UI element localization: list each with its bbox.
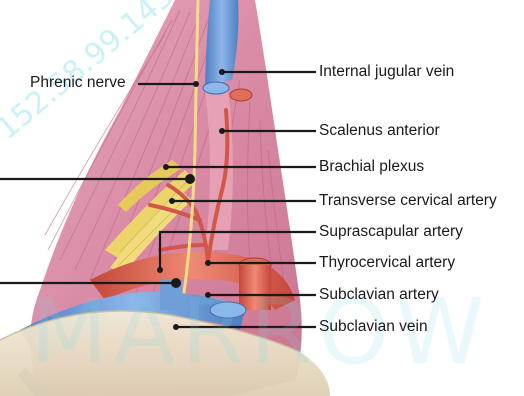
label-transverse-cervical-artery: Transverse cervical artery (319, 192, 497, 210)
label-internal-jugular-vein: Internal jugular vein (319, 63, 454, 81)
jugular-cut-end (203, 82, 229, 94)
label-phrenic-nerve: Phrenic nerve (30, 74, 126, 92)
label-brachial-plexus: Brachial plexus (319, 158, 424, 176)
label-subclavian-vein: Subclavian vein (319, 318, 428, 336)
label-thyrocervical-artery: Thyrocervical artery (319, 254, 455, 272)
label-scalenus-anterior: Scalenus anterior (319, 122, 440, 140)
carotid-artery (239, 265, 271, 310)
label-subclavian-artery: Subclavian artery (319, 286, 439, 304)
label-suprascapular-artery: Suprascapular artery (319, 223, 463, 241)
vein-cut-end (210, 302, 246, 318)
artery-cut-end-upper (230, 89, 252, 101)
